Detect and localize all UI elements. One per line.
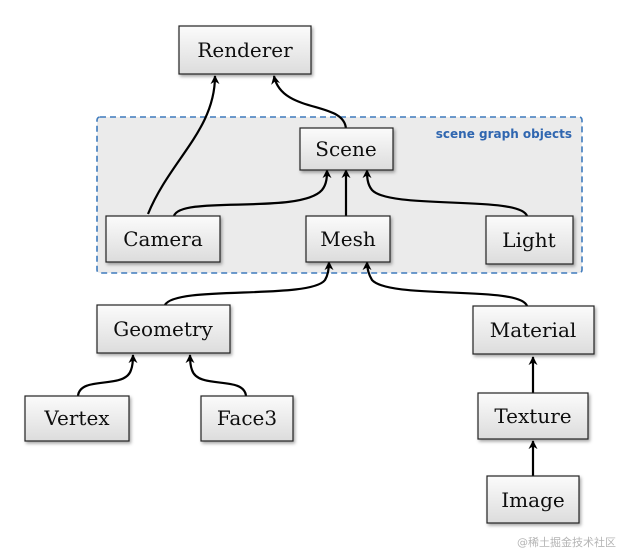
edge-scene-to-renderer	[271, 75, 348, 131]
node-face3: Face3	[200, 395, 294, 442]
node-renderer: Renderer	[178, 25, 312, 75]
node-scene: Scene	[299, 127, 394, 171]
node-mesh-label: Mesh	[320, 227, 376, 251]
node-mesh: Mesh	[305, 215, 391, 263]
node-scene-label: Scene	[315, 137, 376, 161]
edge-face3-to-geometry	[185, 354, 248, 397]
node-geometry: Geometry	[96, 304, 231, 354]
node-vertex-label: Vertex	[43, 406, 110, 430]
node-texture: Texture	[477, 392, 589, 440]
node-camera-label: Camera	[123, 227, 203, 251]
edge-camera-to-renderer	[146, 75, 220, 215]
nodes: Renderer Scene Camera Mesh Light Geometr…	[24, 25, 595, 524]
node-light-label: Light	[502, 228, 555, 252]
edge-camera-to-scene	[172, 169, 332, 217]
edge-material-to-mesh	[362, 261, 529, 307]
node-vertex: Vertex	[24, 395, 130, 442]
node-face3-label: Face3	[217, 406, 277, 430]
node-material: Material	[472, 305, 595, 355]
edge-geometry-to-mesh	[164, 261, 334, 306]
node-image-label: Image	[501, 488, 564, 512]
edge-light-to-scene	[362, 169, 529, 217]
watermark: @稀土掘金技术社区	[517, 535, 616, 549]
node-light: Light	[485, 215, 574, 265]
node-renderer-label: Renderer	[197, 38, 293, 62]
edges	[76, 75, 538, 476]
node-geometry-label: Geometry	[113, 317, 213, 341]
node-texture-label: Texture	[494, 404, 571, 428]
node-image: Image	[486, 475, 580, 524]
node-camera: Camera	[105, 215, 221, 263]
group-label: scene graph objects	[436, 127, 572, 141]
edge-vertex-to-geometry	[76, 354, 138, 397]
node-material-label: Material	[490, 318, 577, 342]
